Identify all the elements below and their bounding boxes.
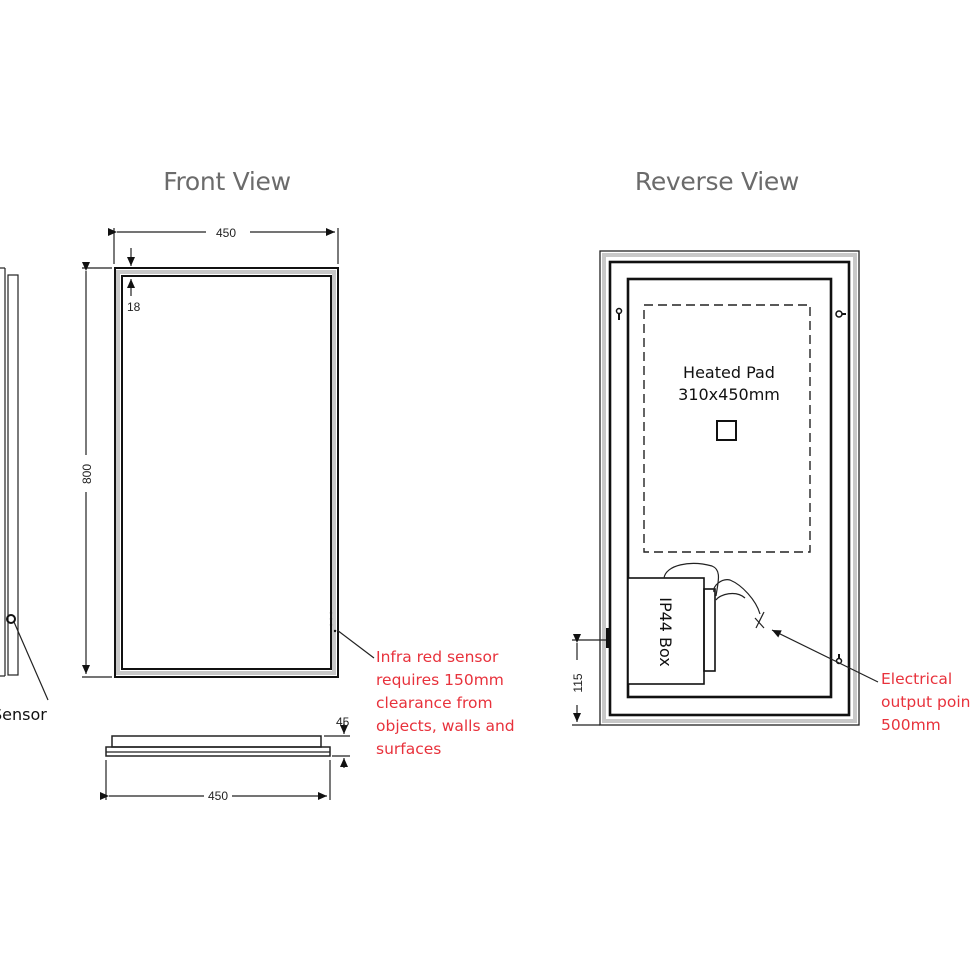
heated-pad-size: 310x450mm xyxy=(678,385,780,404)
heated-pad-label: Heated Pad xyxy=(683,363,775,382)
front-view: 450 800 18 xyxy=(80,226,375,678)
depth-dim: 45 xyxy=(336,715,350,729)
sensor-note-line-4: objects, walls and xyxy=(376,717,515,735)
bottom-width-dim: 450 xyxy=(208,789,228,803)
sensor-note-line-5: surfaces xyxy=(376,740,441,758)
electrical-note-line-1: Electrical xyxy=(881,670,952,688)
sensor-note-line-3: clearance from xyxy=(376,694,493,712)
sensor-icon xyxy=(329,611,337,633)
frame-border-dim: 18 xyxy=(127,300,141,314)
electrical-note-line-2: output point xyxy=(881,693,970,711)
sensor-note: Infra red sensor requires 150mm clearanc… xyxy=(376,648,515,758)
box-offset-dim: 115 xyxy=(571,673,585,692)
side-sensor-label: Sensor xyxy=(0,705,47,724)
front-width-dim: 450 xyxy=(216,226,236,240)
keyhole-icon xyxy=(835,310,846,318)
keyhole-icon xyxy=(615,307,623,320)
front-view-title: Front View xyxy=(163,167,291,196)
sensor-note-line-1: Infra red sensor xyxy=(376,648,499,666)
electrical-note-line-3: 500mm xyxy=(881,716,941,734)
side-sensor-icon xyxy=(6,614,16,624)
side-view-partial: Sensor xyxy=(0,267,49,724)
reverse-view-title: Reverse View xyxy=(635,167,799,196)
bottom-view: 45 450 xyxy=(100,715,350,803)
reverse-view: Heated Pad 310x450mm IP44 Box 115 xyxy=(571,250,879,726)
heated-pad-connector xyxy=(716,420,737,441)
electrical-note: Electrical output point 500mm xyxy=(881,670,970,734)
ip44-box xyxy=(627,577,705,685)
sensor-note-line-2: requires 150mm xyxy=(376,671,504,689)
front-height-dim: 800 xyxy=(80,464,94,484)
ip44-box-label: IP44 Box xyxy=(656,597,675,667)
